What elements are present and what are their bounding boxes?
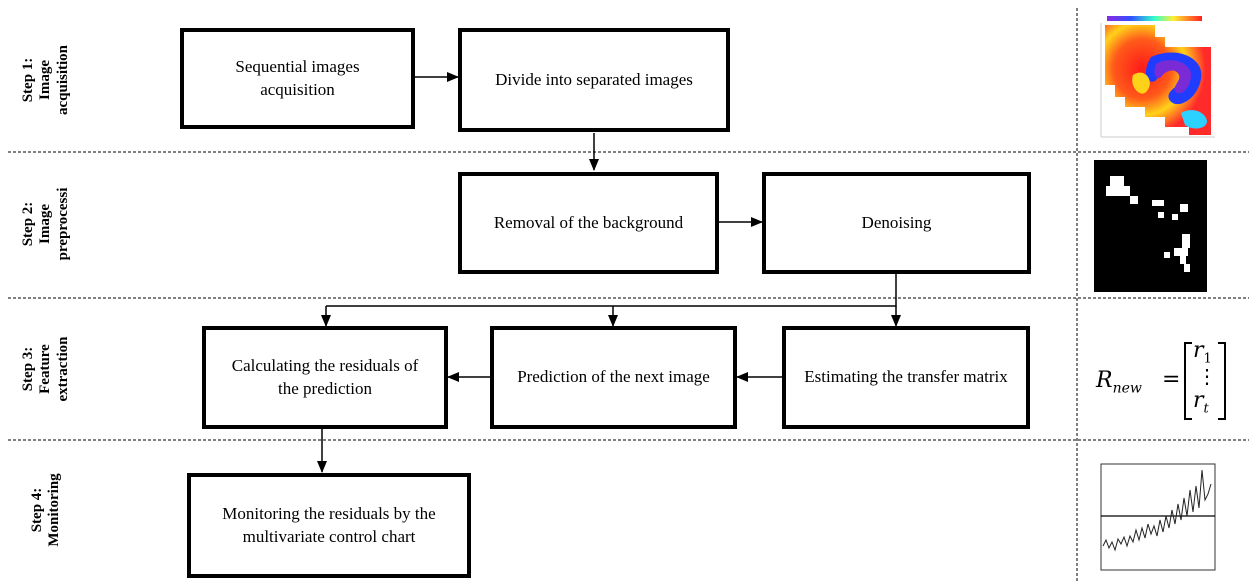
box-sequential-text: Sequential images acquisition (235, 57, 360, 99)
formula-lhs: Rnew (1096, 368, 1142, 397)
formula-r-first: r1 (1193, 338, 1212, 367)
step-2-name-line2: preprocessi (54, 187, 71, 261)
control-chart-thumbnail (1093, 460, 1221, 578)
step-4-title: Step 4: (28, 487, 45, 533)
box-sequential-images-acquisition: Sequential images acquisition (180, 28, 415, 129)
formula-right-bracket (1218, 342, 1226, 420)
box-removal-of-background: Removal of the background (458, 172, 719, 274)
step-1-label: Step 1: Image acquisition (20, 10, 72, 150)
residual-vector-formula: Rnew = r1 ⋮ rt (1096, 338, 1236, 422)
step-2-label: Step 2: Image preprocessi (20, 154, 72, 294)
box-transfer-text: Estimating the transfer matrix (804, 367, 1008, 387)
step-3-label: Step 3: Feature extraction (20, 299, 72, 439)
step-1-name-line2: acquisition (54, 44, 71, 116)
box-prediction-next-image: Prediction of the next image (490, 326, 737, 429)
thermal-map-thumbnail (1093, 15, 1219, 147)
box-residuals-text: Calculating the residuals of the predict… (231, 356, 419, 398)
step-1-title: Step 1: (20, 57, 37, 103)
formula-equals: = (1162, 367, 1181, 392)
step-3-title: Step 3: (20, 346, 37, 392)
formula-vertical-dots: ⋮ (1197, 364, 1217, 388)
box-estimating-transfer-matrix: Estimating the transfer matrix (782, 326, 1030, 429)
formula-left-bracket (1184, 342, 1192, 420)
formula-r-last: rt (1193, 388, 1209, 417)
box-denoising-text: Denoising (861, 212, 932, 232)
step-3-name-line2: extraction (54, 336, 71, 402)
box-denoising: Denoising (762, 172, 1031, 274)
step-2-name-line1: Image (37, 204, 54, 244)
box-prediction-text: Prediction of the next image (517, 367, 710, 387)
step-4-label: Step 4: Monitoring (20, 440, 72, 580)
box-divide-into-separated-images: Divide into separated images (458, 28, 730, 132)
box-removal-text: Removal of the background (493, 212, 684, 232)
box-monitoring-residuals: Monitoring the residuals by the multivar… (187, 473, 471, 578)
step-2-title: Step 2: (20, 201, 37, 247)
step-1-name-line1: Image (37, 60, 54, 100)
binary-mask-thumbnail (1094, 160, 1207, 292)
step-3-name-line1: Feature (37, 344, 54, 394)
connector-denoising-branch (326, 274, 897, 307)
step-4-name-line1: Monitoring (46, 473, 62, 547)
box-calculating-residuals: Calculating the residuals of the predict… (202, 326, 448, 429)
box-divide-text: Divide into separated images (495, 69, 693, 89)
box-monitoring-text: Monitoring the residuals by the multivar… (222, 504, 436, 546)
